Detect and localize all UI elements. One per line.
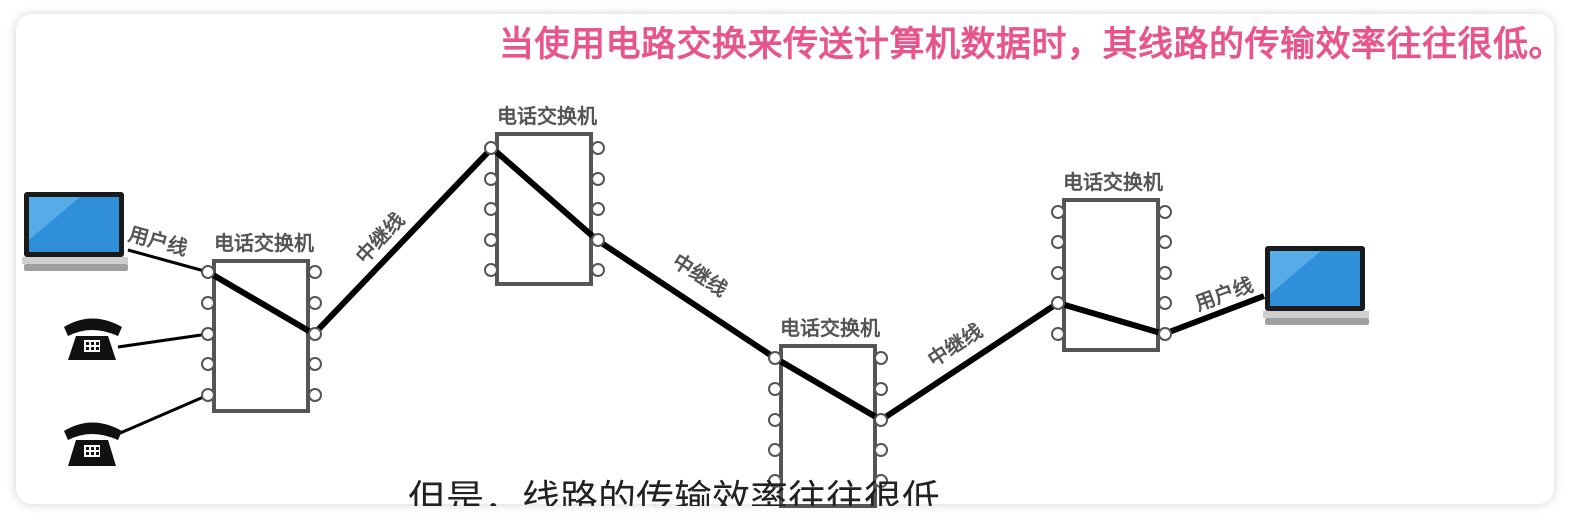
switch-2-ports bbox=[484, 141, 605, 277]
phone-line-1 bbox=[117, 332, 209, 349]
switch-1: 电话交换机 bbox=[212, 231, 314, 413]
headline: 当使用电路交换来传送计算机数据时，其线路的传输效率往往很低。 bbox=[498, 25, 1564, 65]
laptop-left-icon bbox=[22, 192, 128, 271]
switch-1-label: 电话交换机 bbox=[214, 231, 314, 255]
switch-4-ports bbox=[1051, 205, 1172, 341]
trunk-line-label-1: 中继线 bbox=[351, 208, 409, 268]
telephone-1-icon bbox=[64, 318, 122, 360]
watermark-blur bbox=[22, 34, 342, 68]
trunk-line-label-3: 中继线 bbox=[923, 319, 986, 372]
switch-2-label: 电话交换机 bbox=[497, 104, 597, 128]
phone-line-2 bbox=[117, 393, 209, 436]
user-line-laptop-left bbox=[127, 248, 209, 274]
switch-3-label: 电话交换机 bbox=[780, 316, 880, 340]
switch-4-label: 电话交换机 bbox=[1063, 170, 1163, 194]
subtitle-caption: 但是，线路的传输效率往往很低 bbox=[408, 477, 941, 506]
switch-4: 电话交换机 bbox=[1062, 170, 1163, 352]
switch-1-ports bbox=[201, 265, 322, 402]
laptop-right-icon bbox=[1263, 246, 1369, 325]
telephone-2-icon bbox=[64, 422, 122, 466]
switch-3-ports bbox=[768, 351, 888, 488]
user-line-label-left: 用户线 bbox=[126, 222, 190, 261]
switch-3: 电话交换机 bbox=[779, 316, 880, 508]
